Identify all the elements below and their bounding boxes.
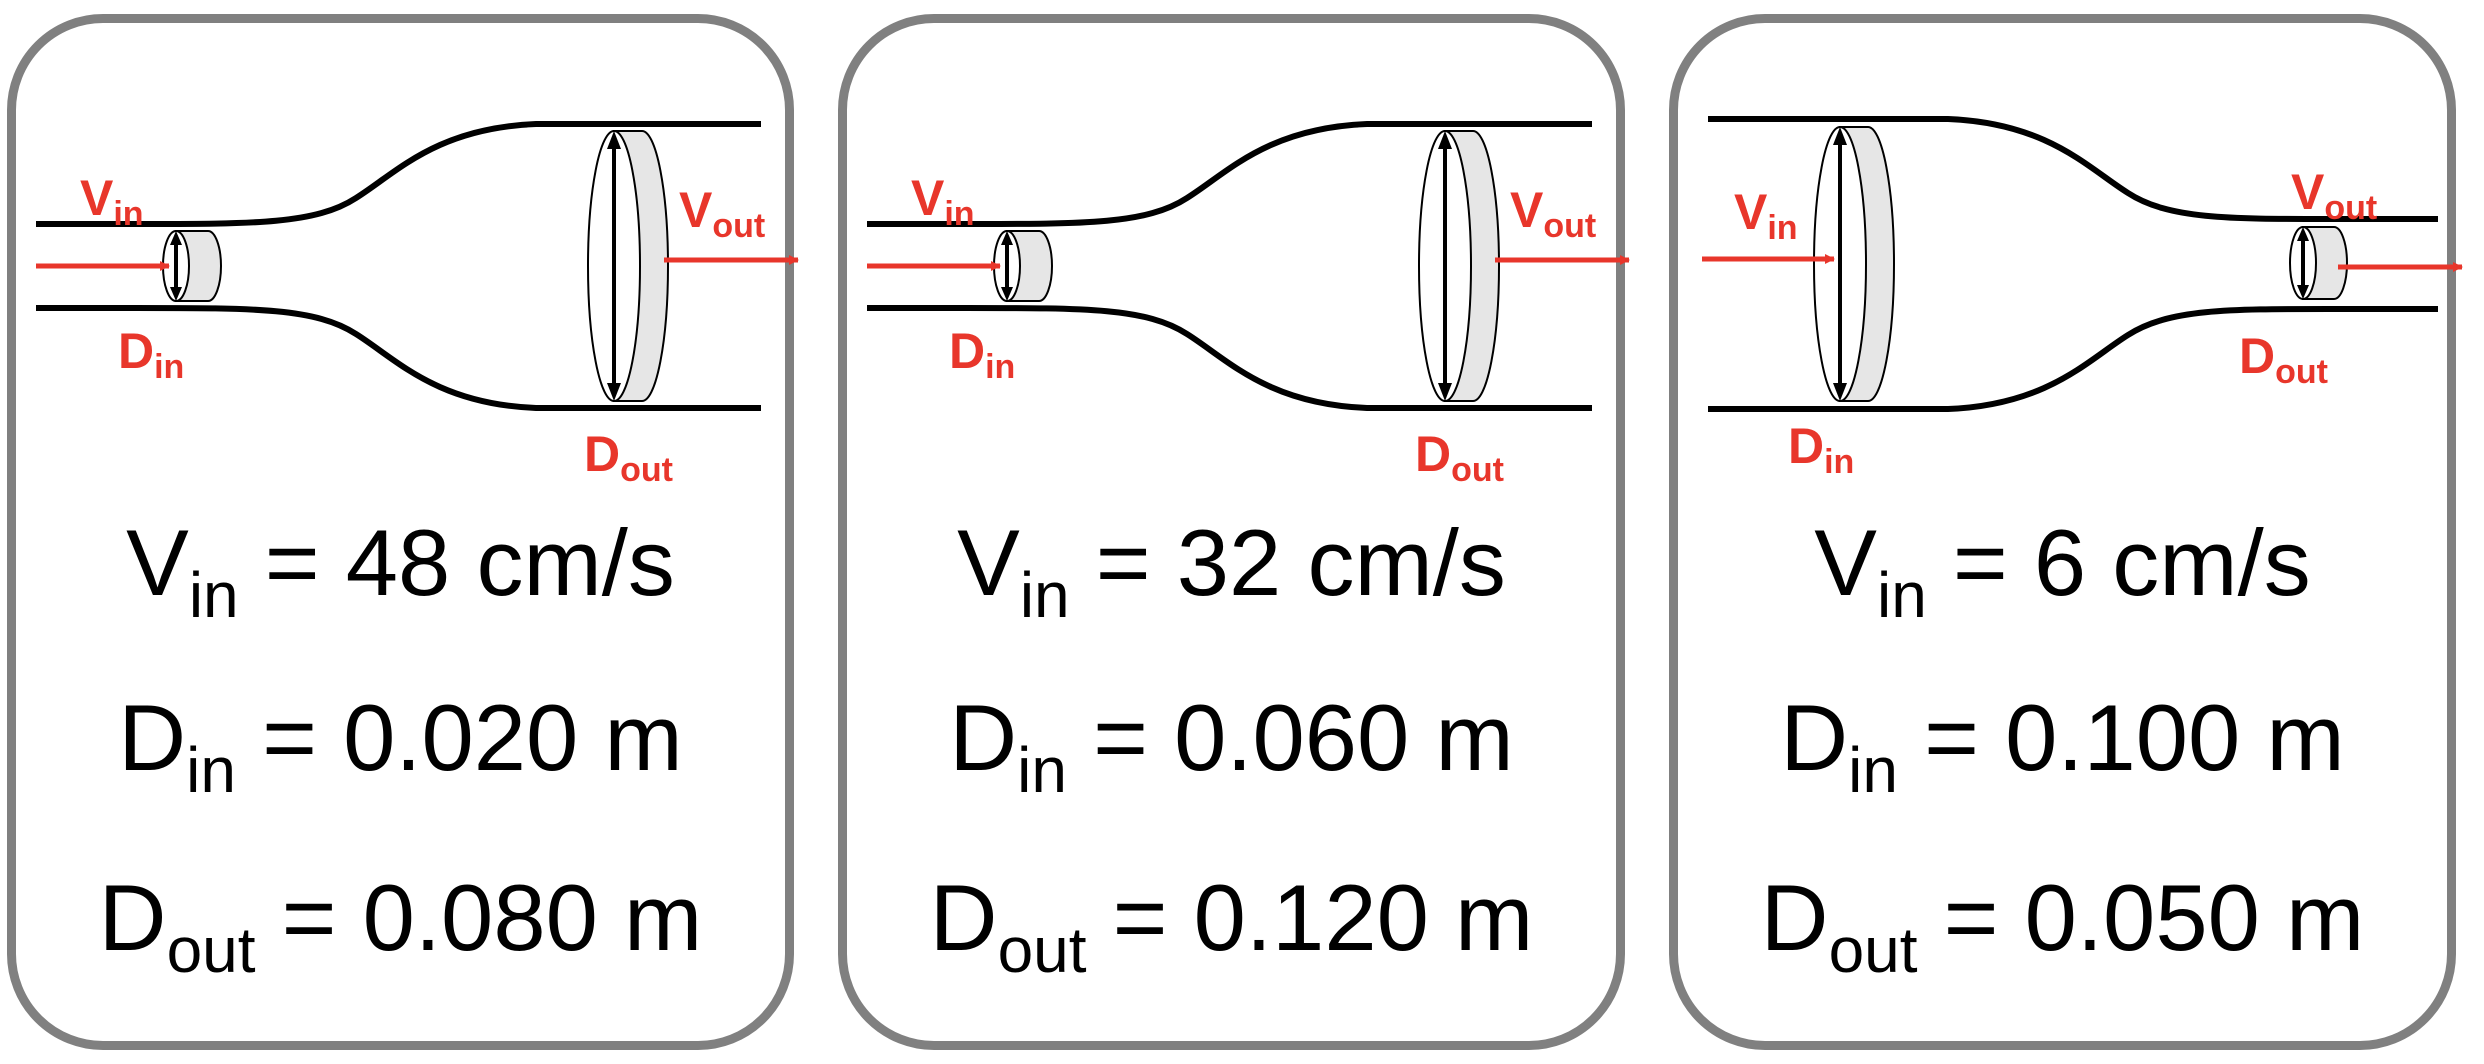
panel-values: Vin = 32 cm/s Din = 0.060 m Dout = 0.120… — [847, 510, 1616, 1063]
d-out-value: Dout = 0.120 m — [929, 865, 1534, 986]
v-in-value: Vin = 32 cm/s — [957, 510, 1506, 631]
outlet-disc — [1418, 130, 1500, 402]
d-out-label: Dout — [1415, 426, 1504, 489]
outlet-disc — [587, 130, 669, 402]
d-out-label: Dout — [584, 426, 673, 489]
pipe-bottom-wall — [1708, 306, 2438, 412]
inlet-disc — [1813, 126, 1895, 402]
panel-2: Vin Vout Din Dout Vin = 32 cm/s Din = 0.… — [838, 14, 1630, 1050]
pipe-diagram-contracting: Vin Vout Din Dout — [1702, 116, 2463, 481]
d-in-label: Din — [1788, 418, 1854, 481]
v-out-label: Vout — [1510, 182, 1596, 245]
pipe-diagram-expanding: Vin Vout Din Dout — [36, 121, 799, 489]
v-in-value: Vin = 48 cm/s — [126, 510, 675, 631]
panel-values: Vin = 48 cm/s Din = 0.020 m Dout = 0.080… — [16, 510, 785, 1063]
panel-values: Vin = 6 cm/s Din = 0.100 m Dout = 0.050 … — [1678, 510, 2447, 1063]
inlet-disc — [162, 230, 222, 302]
d-in-value: Din = 0.060 m — [949, 685, 1514, 806]
panel-3: Vin Vout Din Dout Vin = 6 cm/s Din = 0.1… — [1669, 14, 2463, 1050]
panel-1: Vin Vout Din Dout Vin = 48 cm/s Din = 0.… — [7, 14, 799, 1050]
pipe-diagram-expanding: Vin Vout Din Dout — [867, 121, 1630, 489]
v-out-label: Vout — [679, 182, 765, 245]
d-in-value: Din = 0.100 m — [1780, 685, 2345, 806]
d-in-label: Din — [949, 323, 1015, 386]
d-out-value: Dout = 0.050 m — [1760, 865, 2365, 986]
v-in-value: Vin = 6 cm/s — [1814, 510, 2311, 631]
pipe-top-wall — [36, 121, 761, 227]
d-in-label: Din — [118, 323, 184, 386]
pipe-top-wall — [1708, 116, 2438, 222]
pipe-bottom-wall — [36, 305, 761, 411]
inlet-disc — [993, 230, 1053, 302]
v-in-label: Vin — [1734, 184, 1798, 247]
v-in-label: Vin — [911, 170, 975, 233]
d-out-value: Dout = 0.080 m — [98, 865, 703, 986]
v-out-label: Vout — [2291, 164, 2377, 227]
pipe-bottom-wall — [867, 305, 1592, 411]
d-in-value: Din = 0.020 m — [118, 685, 683, 806]
outlet-disc — [2289, 226, 2348, 300]
d-out-label: Dout — [2239, 328, 2328, 391]
v-in-label: Vin — [80, 170, 144, 233]
pipe-top-wall — [867, 121, 1592, 227]
